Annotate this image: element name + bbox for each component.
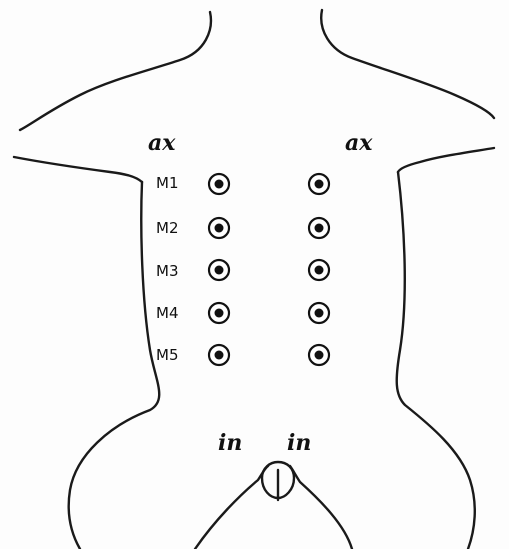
inguinal-label-left: in bbox=[218, 430, 242, 456]
right-torso-outline bbox=[397, 172, 475, 549]
row-label-m3: M3 bbox=[156, 262, 179, 280]
row-label-m5: M5 bbox=[156, 346, 179, 364]
left-forelimb-outline bbox=[20, 12, 211, 130]
nipple-m3-left bbox=[209, 260, 229, 280]
inguinal-label-right: in bbox=[287, 430, 311, 456]
nipple-m4-left bbox=[209, 303, 229, 323]
row-label-m2: M2 bbox=[156, 219, 179, 237]
nipple-m1-right bbox=[309, 174, 329, 194]
right-forelimb-outline bbox=[321, 10, 494, 118]
axillary-label-right: ax bbox=[345, 130, 373, 156]
nipple-m3-right bbox=[309, 260, 329, 280]
nipple-m2-right bbox=[309, 218, 329, 238]
axillary-label-left: ax bbox=[148, 130, 176, 156]
nipple-m1-left bbox=[209, 174, 229, 194]
row-label-m1: M1 bbox=[156, 174, 179, 192]
nipple-m4-right bbox=[309, 303, 329, 323]
pelvic-outline bbox=[195, 466, 268, 549]
row-label-m4: M4 bbox=[156, 304, 179, 322]
right-shoulder-outline bbox=[398, 148, 494, 172]
nipple-m5-left bbox=[209, 345, 229, 365]
left-shoulder-outline bbox=[14, 157, 142, 182]
nipple-m2-left bbox=[209, 218, 229, 238]
left-torso-outline bbox=[69, 182, 160, 549]
nipple-m5-right bbox=[309, 345, 329, 365]
pelvic-outline-right bbox=[290, 466, 352, 549]
